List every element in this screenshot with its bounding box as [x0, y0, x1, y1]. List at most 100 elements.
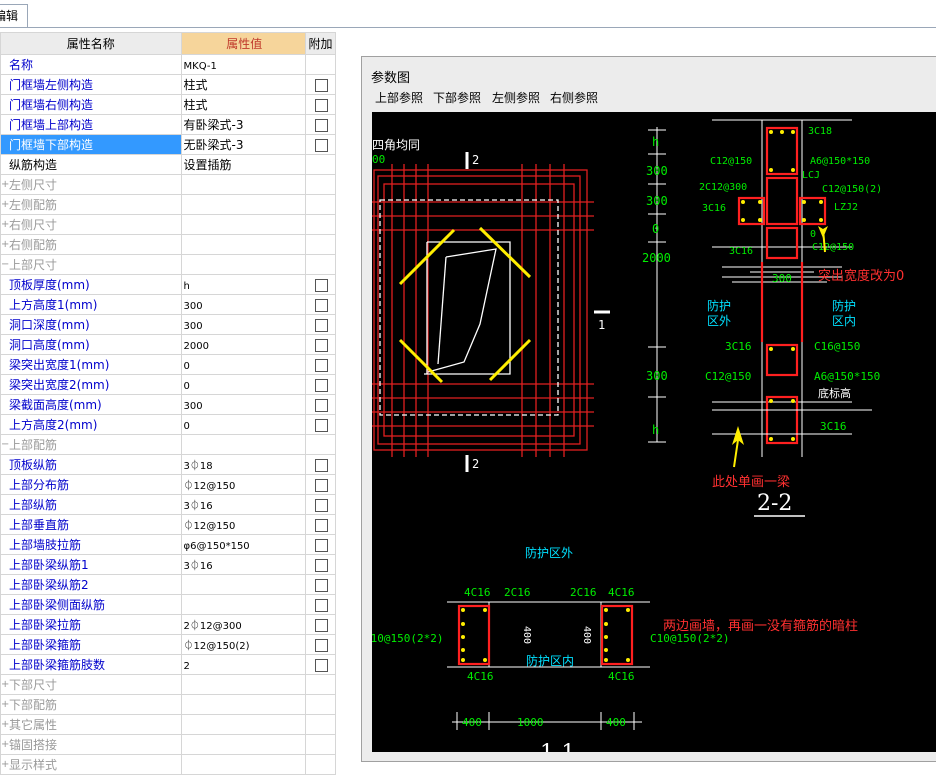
- extra-checkbox[interactable]: [314, 398, 328, 412]
- property-row[interactable]: +其它属性: [0, 714, 337, 735]
- extra-checkbox[interactable]: [314, 538, 328, 552]
- property-value[interactable]: 300: [183, 320, 203, 332]
- property-row[interactable]: +锚固搭接: [0, 734, 337, 755]
- property-value[interactable]: ⏀12@150(2): [183, 641, 250, 652]
- extra-checkbox[interactable]: [314, 418, 328, 432]
- extra-checkbox[interactable]: [314, 118, 328, 132]
- property-value[interactable]: 0: [183, 360, 190, 372]
- extra-checkbox[interactable]: [314, 598, 328, 612]
- property-row[interactable]: 上部分布筋⏀12@150: [0, 474, 337, 495]
- extra-checkbox[interactable]: [314, 298, 328, 312]
- property-value[interactable]: 3⏀18: [183, 461, 213, 472]
- property-row[interactable]: +下部尺寸: [0, 674, 337, 695]
- property-row[interactable]: 上部卧梁侧面纵筋: [0, 594, 337, 615]
- property-row[interactable]: +右侧配筋: [0, 234, 337, 255]
- extra-checkbox[interactable]: [314, 638, 328, 652]
- expand-icon[interactable]: +: [1, 739, 10, 750]
- property-value[interactable]: 柱式: [183, 98, 208, 112]
- property-row[interactable]: 上部垂直筋⏀12@150: [0, 514, 337, 535]
- header-property-value[interactable]: 属性值: [180, 32, 306, 55]
- property-row[interactable]: 洞口深度(mm)300: [0, 314, 337, 335]
- property-value[interactable]: 3⏀16: [183, 561, 213, 572]
- property-value[interactable]: 300: [183, 400, 203, 412]
- property-value[interactable]: MKQ-1: [183, 60, 217, 72]
- property-row[interactable]: 洞口高度(mm)2000: [0, 334, 337, 355]
- property-row[interactable]: +显示样式: [0, 754, 337, 775]
- header-property-name[interactable]: 属性名称: [0, 32, 182, 55]
- property-value[interactable]: 3⏀16: [183, 501, 213, 512]
- property-value[interactable]: 无卧梁式-3: [183, 138, 244, 152]
- property-row[interactable]: 门框墙下部构造无卧梁式-3: [0, 134, 337, 155]
- extra-checkbox[interactable]: [314, 458, 328, 472]
- property-row[interactable]: 上方高度1(mm)300: [0, 294, 337, 315]
- extra-checkbox[interactable]: [314, 278, 328, 292]
- extra-checkbox[interactable]: [314, 578, 328, 592]
- property-row[interactable]: 门框墙上部构造有卧梁式-3: [0, 114, 337, 135]
- expand-icon[interactable]: +: [1, 219, 10, 230]
- property-value[interactable]: 有卧梁式-3: [183, 118, 244, 132]
- property-value[interactable]: φ6@150*150: [183, 540, 250, 552]
- property-value[interactable]: 0: [183, 380, 190, 392]
- tab-edit[interactable]: 编辑: [0, 4, 28, 27]
- property-value[interactable]: 2000: [183, 340, 209, 352]
- property-row[interactable]: 门框墙右侧构造柱式: [0, 94, 337, 115]
- expand-icon[interactable]: +: [1, 699, 10, 710]
- extra-checkbox[interactable]: [314, 658, 328, 672]
- property-row[interactable]: 上部卧梁箍筋⏀12@150(2): [0, 634, 337, 655]
- property-row[interactable]: 上方高度2(mm)0: [0, 414, 337, 435]
- collapse-icon[interactable]: −: [1, 259, 10, 270]
- extra-checkbox[interactable]: [314, 378, 328, 392]
- property-row[interactable]: 纵筋构造设置插筋: [0, 154, 337, 175]
- property-row[interactable]: 顶板厚度(mm)h: [0, 274, 337, 295]
- header-extra[interactable]: 附加: [304, 32, 337, 55]
- property-value[interactable]: ⏀12@150: [183, 481, 236, 492]
- expand-icon[interactable]: +: [1, 719, 10, 730]
- property-value[interactable]: 300: [183, 300, 203, 312]
- expand-icon[interactable]: +: [1, 239, 10, 250]
- property-row[interactable]: −上部配筋: [0, 434, 337, 455]
- property-row[interactable]: +左侧尺寸: [0, 174, 337, 195]
- expand-icon[interactable]: +: [1, 179, 10, 190]
- property-value[interactable]: 2⏀12@300: [183, 621, 242, 632]
- expand-icon[interactable]: +: [1, 199, 10, 210]
- property-value[interactable]: 柱式: [183, 78, 208, 92]
- property-value[interactable]: ⏀12@150: [183, 521, 236, 532]
- collapse-icon[interactable]: −: [1, 439, 10, 450]
- expand-icon[interactable]: +: [1, 679, 10, 690]
- tab-right-reference[interactable]: 右侧参照: [550, 91, 599, 105]
- property-value[interactable]: 0: [183, 420, 190, 432]
- property-row[interactable]: 梁突出宽度1(mm)0: [0, 354, 337, 375]
- extra-checkbox[interactable]: [314, 358, 328, 372]
- property-row[interactable]: +下部配筋: [0, 694, 337, 715]
- extra-checkbox[interactable]: [314, 138, 328, 152]
- property-row[interactable]: −上部尺寸: [0, 254, 337, 275]
- tab-bottom-reference[interactable]: 下部参照: [433, 91, 482, 105]
- extra-checkbox[interactable]: [314, 78, 328, 92]
- property-value[interactable]: h: [183, 280, 190, 292]
- property-row[interactable]: 梁截面高度(mm)300: [0, 394, 337, 415]
- property-row[interactable]: +左侧配筋: [0, 194, 337, 215]
- tab-top-reference[interactable]: 上部参照: [375, 91, 424, 105]
- property-row[interactable]: 门框墙左侧构造柱式: [0, 74, 337, 95]
- property-value[interactable]: 2: [183, 660, 190, 672]
- expand-icon[interactable]: +: [1, 759, 10, 770]
- property-row[interactable]: +右侧尺寸: [0, 214, 337, 235]
- extra-checkbox[interactable]: [314, 318, 328, 332]
- property-row[interactable]: 上部卧梁纵筋2: [0, 574, 337, 595]
- extra-checkbox[interactable]: [314, 478, 328, 492]
- property-value[interactable]: 设置插筋: [183, 158, 232, 172]
- extra-checkbox[interactable]: [314, 618, 328, 632]
- tab-left-reference[interactable]: 左侧参照: [492, 91, 541, 105]
- extra-checkbox[interactable]: [314, 98, 328, 112]
- extra-checkbox[interactable]: [314, 518, 328, 532]
- extra-checkbox[interactable]: [314, 558, 328, 572]
- extra-checkbox[interactable]: [314, 338, 328, 352]
- property-row[interactable]: 梁突出宽度2(mm)0: [0, 374, 337, 395]
